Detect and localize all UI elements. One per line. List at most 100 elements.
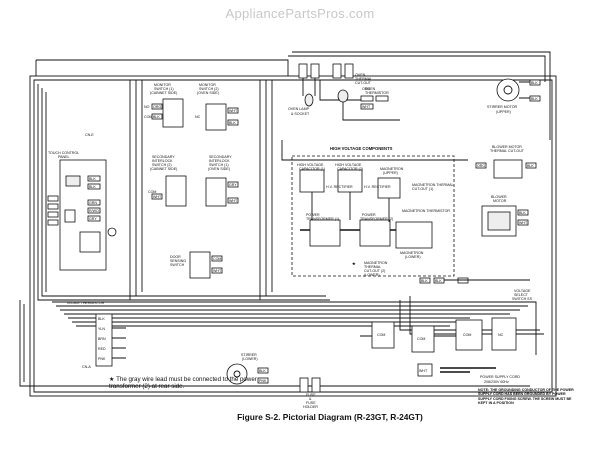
- svg-text:HIGH VOLTAGE COMPONENTS: HIGH VOLTAGE COMPONENTS: [330, 146, 393, 151]
- wire-tag: COM: [377, 333, 385, 337]
- svg-text:OVEN: OVEN: [365, 87, 376, 91]
- svg-text:POWER: POWER: [362, 213, 376, 217]
- wire-tag: ORG: [477, 164, 485, 168]
- oven-lamp-socket: OVEN LAMP & SOCKET: [288, 63, 320, 116]
- power-supply-cord: POWER SUPPLY CORD 208/230V 60Hz: [417, 363, 520, 384]
- watermark: AppliancePartsPros.com: [225, 6, 375, 21]
- wire-tag: WHT: [362, 105, 371, 109]
- wire-tag: GRY: [229, 183, 237, 187]
- svg-text:POWER: POWER: [306, 213, 320, 217]
- svg-text:SWITCH: SWITCH: [170, 263, 185, 267]
- svg-text:INTERLOCK: INTERLOCK: [209, 159, 230, 163]
- connector-a-pin-label: YLN: [98, 327, 105, 331]
- blower-motor: BLOWER MOTOR: [481, 195, 529, 237]
- svg-text:THERMAL: THERMAL: [355, 77, 372, 81]
- wire-tag: NC: [498, 333, 504, 337]
- wire-tag: WHT: [519, 221, 528, 225]
- svg-text:STIRRER MOTOR: STIRRER MOTOR: [487, 105, 517, 109]
- svg-text:(LOWER): (LOWER): [405, 255, 421, 259]
- svg-text:H.V. RECTIFIER: H.V. RECTIFIER: [326, 185, 353, 189]
- blower-motor-thermal: BLOWER MOTOR THERMAL CUT-OUT: [475, 145, 537, 179]
- svg-text:CUT-OUT: CUT-OUT: [355, 81, 372, 85]
- monitor-switch-1: MONITOR SWITCH (1) (CABINET SIDE) NO COM: [144, 83, 184, 128]
- wire-tag: COM: [463, 333, 471, 337]
- tag-group: ORG WHT BLK BLK ORG BLK WHT BLK WHT GRY …: [89, 81, 538, 383]
- wire-tag: BLK: [153, 115, 160, 119]
- svg-text:INTERLOCK: INTERLOCK: [152, 159, 173, 163]
- svg-text:(UPPER): (UPPER): [496, 110, 511, 114]
- svg-text:INTAKE THERMISTOR: INTAKE THERMISTOR: [67, 301, 105, 305]
- svg-text:BLOWER: BLOWER: [491, 195, 507, 199]
- door-sensing-switch: DOOR SENSING SWITCH: [170, 251, 223, 279]
- wire-tag: BLK: [435, 279, 442, 283]
- svg-text:CUT-OUT (2): CUT-OUT (2): [364, 269, 385, 273]
- svg-text:TOUCH CONTROL: TOUCH CONTROL: [48, 151, 79, 155]
- svg-text:DOOR: DOOR: [170, 255, 181, 259]
- svg-text:SWITCH (2): SWITCH (2): [152, 163, 172, 167]
- svg-text:THERMAL CUT-OUT: THERMAL CUT-OUT: [490, 149, 525, 153]
- svg-text:H.V. RECTIFIER: H.V. RECTIFIER: [364, 185, 391, 189]
- monitor-switch-2: MONITOR SWITCH (2) (OVEN SIDE) NC: [195, 83, 239, 131]
- connector-a-pin-label: PNK: [98, 357, 106, 361]
- connector-a-pin-label: BLK: [98, 317, 105, 321]
- svg-text:COM: COM: [144, 115, 152, 119]
- svg-text:(LOWER): (LOWER): [364, 273, 380, 277]
- svg-text:SECONDARY: SECONDARY: [152, 155, 175, 159]
- svg-text:CN-A: CN-A: [82, 365, 91, 369]
- svg-text:HOLDER: HOLDER: [303, 405, 318, 409]
- connector-a-pin-label: RED: [98, 347, 106, 351]
- svg-text:FUSE: FUSE: [306, 401, 316, 405]
- wire-tag: COM: [213, 257, 221, 261]
- svg-text:MAGNETRON THERMAL: MAGNETRON THERMAL: [412, 183, 453, 187]
- svg-text:SWITCH (1): SWITCH (1): [154, 87, 174, 91]
- svg-text:COM: COM: [148, 190, 156, 194]
- svg-text:(LOWER): (LOWER): [242, 357, 258, 361]
- grounding-note: NOTE: THE GROUNDING CONDUCTOR OF THE POW…: [478, 388, 574, 405]
- svg-text:CAPACITOR (1): CAPACITOR (1): [299, 167, 325, 171]
- svg-text:HIGH VOLTAGE: HIGH VOLTAGE: [335, 163, 362, 167]
- wire-tag: COM: [417, 337, 425, 341]
- oven-thermal-cutout: OVEN THERMAL CUT-OUT OVEN THERMISTOR: [332, 63, 400, 121]
- svg-text:TRANSFORMER (2): TRANSFORMER (2): [360, 217, 393, 221]
- wire-tag: BLK: [421, 279, 428, 283]
- wire-tag: WHT: [153, 195, 162, 199]
- svg-text:&: &: [309, 397, 312, 401]
- wire-tag: GRY: [89, 217, 97, 221]
- svg-text:SWITCH (2): SWITCH (2): [199, 87, 219, 91]
- svg-text:POWER SUPPLY CORD: POWER SUPPLY CORD: [480, 375, 520, 379]
- svg-text:★: ★: [351, 261, 356, 266]
- svg-text:MAGNETRON: MAGNETRON: [400, 251, 424, 255]
- connector-a: CN-A: [82, 313, 126, 369]
- svg-text:SELECT: SELECT: [514, 293, 529, 297]
- svg-text:BLOWER MOTOR: BLOWER MOTOR: [492, 145, 522, 149]
- wire-tag: BLK: [519, 211, 526, 215]
- connector-a-labels: BLK YLN BRN RED PNK: [98, 317, 106, 361]
- wire-tag: PNK: [259, 379, 267, 383]
- svg-text:SWITCH (1): SWITCH (1): [209, 163, 229, 167]
- outer-harness: [19, 51, 557, 397]
- svg-text:OVEN: OVEN: [355, 73, 366, 77]
- wire-tag: WHT: [419, 369, 428, 373]
- stirrer-motor-upper: STIRRER MOTOR (UPPER): [487, 78, 541, 114]
- svg-text:(CABINET SIDE): (CABINET SIDE): [150, 91, 177, 95]
- svg-text:MONITOR: MONITOR: [154, 83, 171, 87]
- svg-text:NC: NC: [195, 115, 201, 119]
- wire-tag: BLK: [89, 177, 96, 181]
- wire-tag: GRN: [89, 201, 97, 205]
- svg-text:MAGNETRON: MAGNETRON: [380, 167, 404, 171]
- wire-tag: WHT: [213, 269, 222, 273]
- svg-text:MONITOR: MONITOR: [199, 83, 216, 87]
- svg-text:& SOCKET: & SOCKET: [291, 112, 310, 116]
- wire-tag: WHT: [229, 109, 238, 113]
- svg-text:HIGH VOLTAGE: HIGH VOLTAGE: [297, 163, 324, 167]
- svg-text:MAGNETRON THERMISTOR: MAGNETRON THERMISTOR: [402, 209, 450, 213]
- svg-text:NO: NO: [144, 105, 150, 109]
- svg-text:208/230V 60Hz: 208/230V 60Hz: [484, 380, 509, 384]
- wire-tag: WHT: [229, 199, 238, 203]
- connector-a-pin-label: BRN: [98, 337, 106, 341]
- svg-text:SWITCH SS: SWITCH SS: [512, 297, 533, 301]
- svg-text:(CABINET SIDE): (CABINET SIDE): [150, 167, 177, 171]
- wire-tag: BLK: [531, 81, 538, 85]
- secondary-interlock-1: SECONDARY INTERLOCK SWITCH (1) (OVEN SID…: [205, 155, 239, 207]
